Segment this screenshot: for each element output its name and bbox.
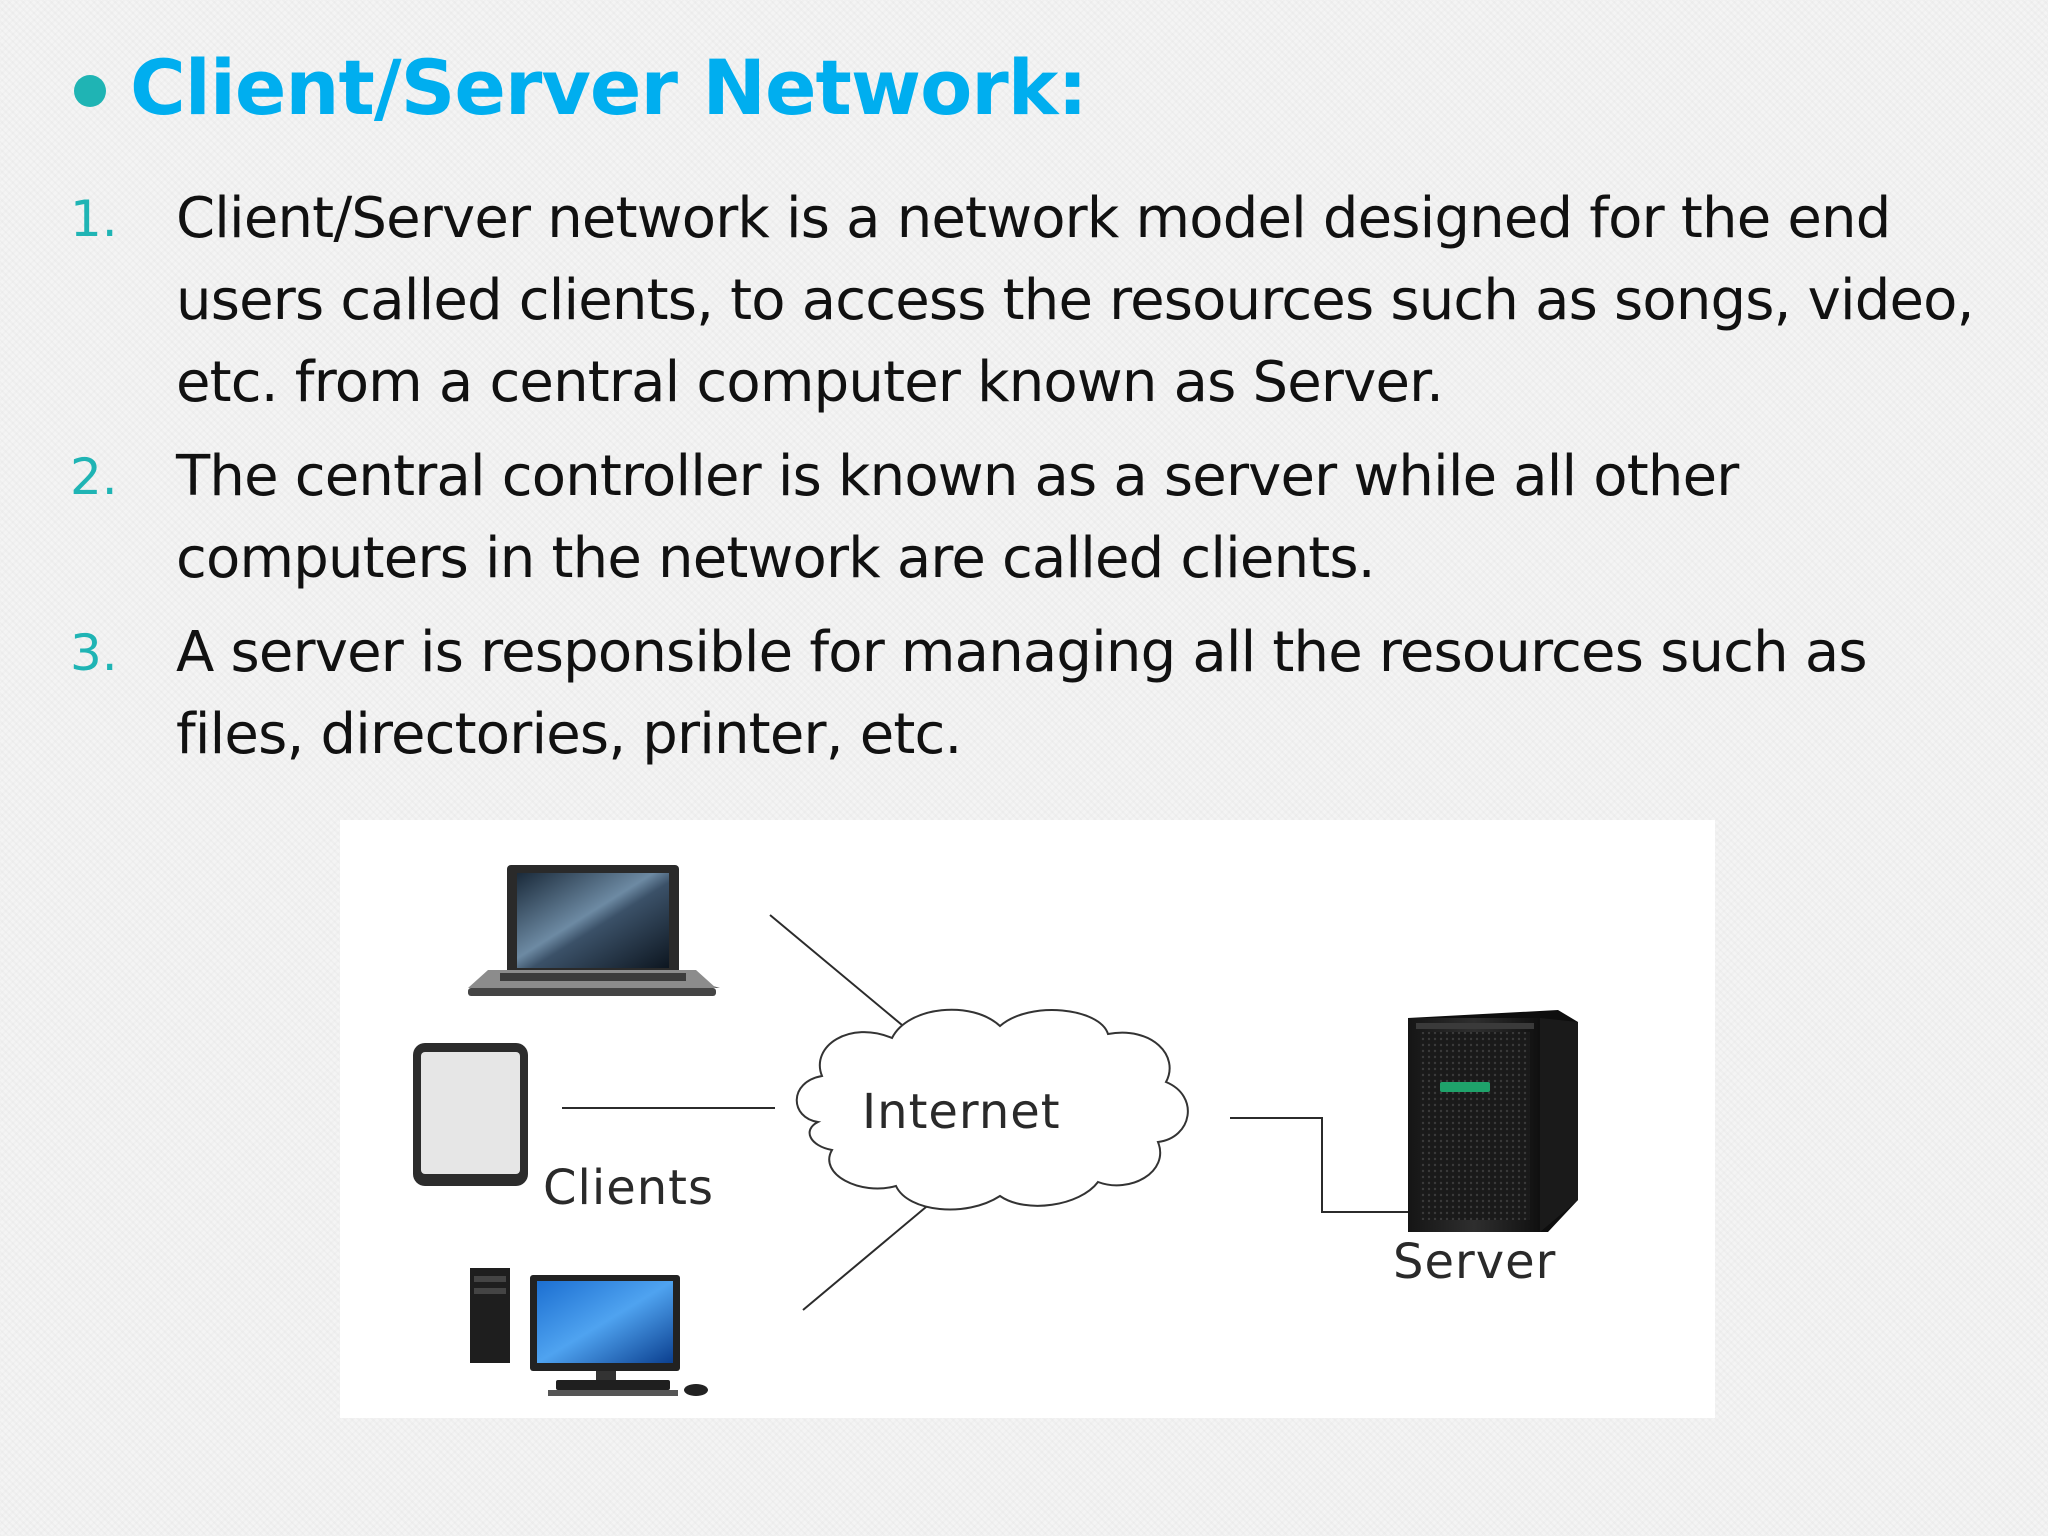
list-item-number: 1. [70,190,118,248]
list-item: 1. Client/Server network is a network mo… [70,178,2000,424]
cloud-icon [795,1008,1189,1211]
laptop-icon [468,865,720,996]
list-item: 2. The central controller is known as a … [70,436,2000,600]
server-label: Server [1393,1234,1557,1290]
clients-label: Clients [543,1160,714,1216]
list-item-text: The central controller is known as a ser… [176,444,1739,591]
slide-title: Client/Server Network: [130,43,1088,132]
smartphone-icon [413,1043,528,1186]
internet-label: Internet [862,1084,1061,1140]
list-item-number: 2. [70,448,118,506]
connector-lines [562,914,1408,1311]
title-row: Client/Server Network: [74,43,1088,132]
list-item-number: 3. [70,624,118,682]
network-diagram-graphic [413,865,1578,1396]
list-item-text: Client/Server network is a network model… [176,186,1974,415]
network-diagram: Internet Clients Server [340,820,1715,1418]
title-bullet-icon [74,75,106,107]
desktop-computer-icon [470,1268,708,1396]
list-item: 3. A server is responsible for managing … [70,612,2000,776]
numbered-list: 1. Client/Server network is a network mo… [70,178,2000,788]
server-tower-icon [1408,1010,1578,1232]
list-item-text: A server is responsible for managing all… [176,620,1868,767]
